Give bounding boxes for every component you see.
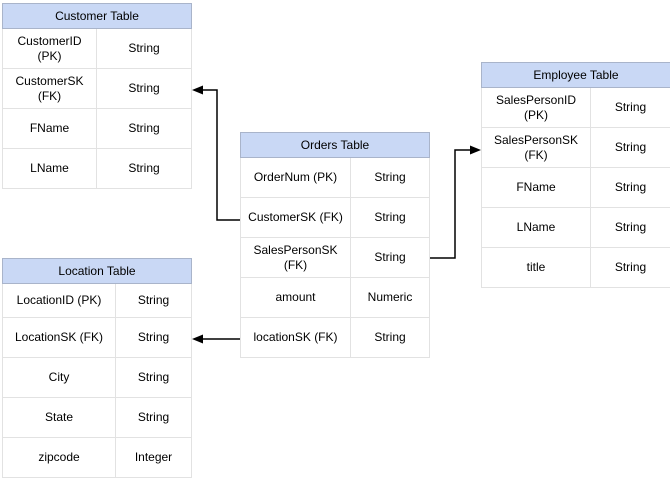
connector-orders-to-location	[192, 334, 240, 344]
arrowhead-right-icon	[470, 145, 481, 155]
field-name-cell: LocationSK (FK)	[3, 318, 116, 358]
field-name-cell: FName	[482, 168, 591, 208]
table-row: SalesPersonSK (FK) String	[482, 128, 670, 168]
field-name-cell: CustomerSK (FK)	[241, 198, 351, 238]
field-name-cell: State	[3, 398, 116, 438]
field-name-cell: SalesPersonSK (FK)	[482, 128, 591, 168]
connector-orders-to-employee	[430, 145, 481, 259]
table-row: CustomerSK (FK) String	[3, 69, 192, 109]
field-type-cell: String	[116, 284, 192, 318]
table-row: City String	[3, 358, 192, 398]
field-name-cell: City	[3, 358, 116, 398]
table-row: FName String	[482, 168, 670, 208]
table-row: LName String	[3, 149, 192, 189]
field-name-cell: FName	[3, 109, 97, 149]
field-type-cell: String	[351, 158, 430, 198]
field-name-cell: CustomerID (PK)	[3, 29, 97, 69]
field-type-cell: String	[351, 238, 430, 278]
connector-orders-to-customer	[192, 85, 240, 221]
field-type-cell: String	[591, 128, 670, 168]
field-name-cell: LName	[3, 149, 97, 189]
field-type-cell: String	[591, 248, 670, 288]
table-row: amount Numeric	[241, 278, 430, 318]
field-type-cell: String	[116, 398, 192, 438]
field-type-cell: Numeric	[351, 278, 430, 318]
table-row: OrderNum (PK) String	[241, 158, 430, 198]
employee-table: Employee Table SalesPersonID (PK) String…	[481, 62, 670, 288]
table-row: LocationID (PK) String	[3, 284, 192, 318]
field-name-cell: amount	[241, 278, 351, 318]
field-name-cell: locationSK (FK)	[241, 318, 351, 358]
field-type-cell: String	[351, 198, 430, 238]
field-name-cell: OrderNum (PK)	[241, 158, 351, 198]
field-type-cell: String	[116, 358, 192, 398]
table-row: State String	[3, 398, 192, 438]
table-row: title String	[482, 248, 670, 288]
field-name-cell: LName	[482, 208, 591, 248]
field-type-cell: String	[97, 29, 192, 69]
arrowhead-left-icon	[192, 85, 203, 95]
field-name-cell: CustomerSK (FK)	[3, 69, 97, 109]
table-row: FName String	[3, 109, 192, 149]
location-table-title: Location Table	[2, 258, 192, 284]
field-type-cell: String	[591, 88, 670, 128]
table-row: LName String	[482, 208, 670, 248]
field-type-cell: String	[351, 318, 430, 358]
field-type-cell: String	[97, 109, 192, 149]
table-row: zipcode Integer	[3, 438, 192, 478]
field-type-cell: String	[591, 168, 670, 208]
field-type-cell: String	[97, 69, 192, 109]
field-name-cell: SalesPersonID (PK)	[482, 88, 591, 128]
field-type-cell: Integer	[116, 438, 192, 478]
field-name-cell: SalesPersonSK (FK)	[241, 238, 351, 278]
customer-table: Customer Table CustomerID (PK) String Cu…	[2, 3, 192, 189]
field-type-cell: String	[116, 318, 192, 358]
field-type-cell: String	[97, 149, 192, 189]
employee-table-title: Employee Table	[481, 62, 670, 88]
location-table: Location Table LocationID (PK) String Lo…	[2, 258, 192, 478]
table-row: SalesPersonID (PK) String	[482, 88, 670, 128]
field-name-cell: title	[482, 248, 591, 288]
field-name-cell: LocationID (PK)	[3, 284, 116, 318]
table-row: CustomerSK (FK) String	[241, 198, 430, 238]
field-name-cell: zipcode	[3, 438, 116, 478]
table-row: CustomerID (PK) String	[3, 29, 192, 69]
table-row: SalesPersonSK (FK) String	[241, 238, 430, 278]
table-row: LocationSK (FK) String	[3, 318, 192, 358]
arrowhead-left-icon	[192, 334, 203, 344]
field-type-cell: String	[591, 208, 670, 248]
orders-table: Orders Table OrderNum (PK) String Custom…	[240, 132, 430, 358]
table-row: locationSK (FK) String	[241, 318, 430, 358]
customer-table-title: Customer Table	[2, 3, 192, 29]
orders-table-title: Orders Table	[240, 132, 430, 158]
